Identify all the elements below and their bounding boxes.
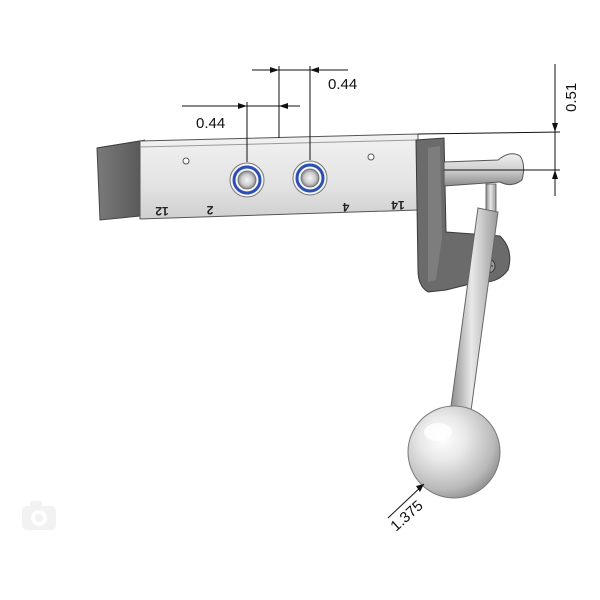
ball-knob bbox=[407, 405, 501, 499]
port-right bbox=[292, 160, 328, 196]
end-cap-block bbox=[96, 140, 141, 221]
port-label-4: 4 bbox=[342, 200, 349, 214]
dimension-top-right-label: 0.44 bbox=[328, 76, 357, 93]
ball-highlight bbox=[424, 423, 452, 441]
dimension-ball-diameter bbox=[387, 483, 425, 519]
mount-hole-left bbox=[182, 157, 190, 165]
valve-body bbox=[139, 133, 419, 220]
lever-bracket-face bbox=[428, 146, 442, 282]
port-label-14: 14 bbox=[391, 198, 405, 212]
end-cap-top bbox=[96, 139, 146, 149]
dimension-right-vertical-label: 0.51 bbox=[563, 83, 580, 112]
dimension-ball-diameter-label: 1.375 bbox=[387, 497, 426, 535]
valve-body-top-edge bbox=[139, 139, 419, 148]
camera-icon bbox=[22, 501, 56, 530]
port-label-2: 2 bbox=[206, 203, 213, 217]
port-left bbox=[229, 162, 265, 198]
dimension-top-left-label: 0.44 bbox=[196, 115, 225, 132]
dimension-top-left bbox=[182, 102, 300, 162]
dimension-right-vertical bbox=[417, 64, 561, 196]
port-label-12: 12 bbox=[155, 204, 169, 218]
mount-hole-right bbox=[367, 153, 375, 161]
lever-post bbox=[485, 183, 497, 213]
